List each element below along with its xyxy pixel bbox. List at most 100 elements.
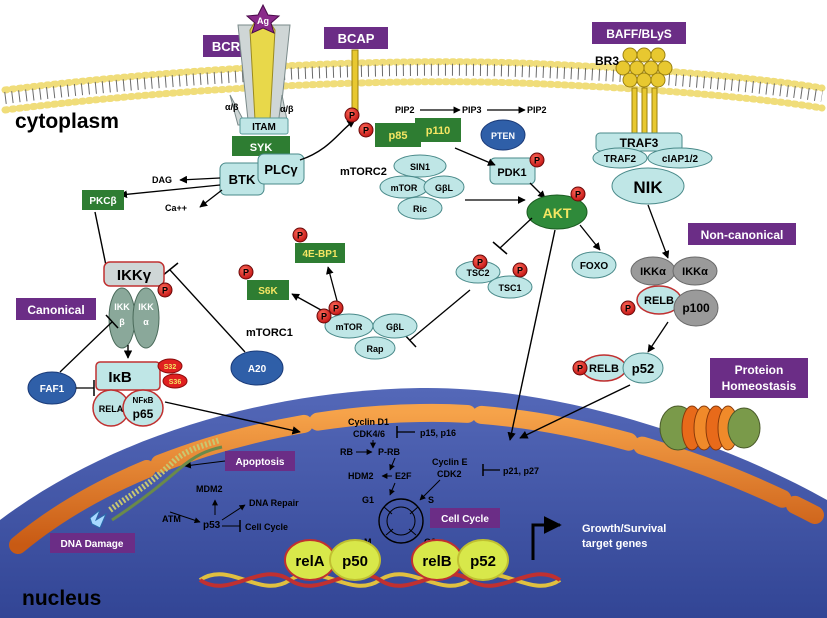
svg-text:Homeostasis: Homeostasis bbox=[722, 379, 797, 393]
phospho-label: P bbox=[577, 364, 583, 374]
phospho-label: P bbox=[625, 304, 631, 314]
cell-cycle-box bbox=[430, 508, 500, 528]
svg-text:TSC1: TSC1 bbox=[498, 283, 521, 293]
svg-text:RB: RB bbox=[340, 447, 353, 457]
svg-text:FOXO: FOXO bbox=[580, 261, 609, 272]
svg-text:Canonical: Canonical bbox=[27, 303, 84, 317]
svg-text:SIN1: SIN1 bbox=[410, 162, 430, 172]
proteostasis-box bbox=[710, 358, 808, 398]
p110-box bbox=[415, 118, 461, 142]
svg-text:BTK: BTK bbox=[229, 172, 256, 187]
svg-text:4E-BP1: 4E-BP1 bbox=[302, 249, 337, 260]
svg-text:TRAF3: TRAF3 bbox=[620, 136, 659, 150]
phospho-dot bbox=[316, 308, 332, 324]
svg-text:p110: p110 bbox=[426, 125, 450, 137]
svg-text:DNA Repair: DNA Repair bbox=[249, 498, 299, 508]
svg-text:IKK: IKK bbox=[138, 302, 154, 312]
non-canonical-box bbox=[688, 223, 796, 245]
svg-text:CDK2: CDK2 bbox=[437, 469, 462, 479]
phospho-label: P bbox=[517, 266, 523, 276]
antigen-star bbox=[245, 3, 281, 34]
svg-text:Ca++: Ca++ bbox=[165, 203, 187, 213]
bcr-box bbox=[203, 35, 249, 57]
svg-text:S36: S36 bbox=[169, 379, 182, 386]
svg-text:DAG: DAG bbox=[152, 175, 172, 185]
phospho-label: P bbox=[477, 258, 483, 268]
phospho-dot bbox=[238, 264, 254, 280]
syk-box bbox=[232, 136, 290, 156]
svg-text:Cell Cycle: Cell Cycle bbox=[245, 522, 288, 532]
svg-text:TSC2: TSC2 bbox=[466, 268, 489, 278]
svg-text:IκB: IκB bbox=[108, 369, 132, 386]
svg-text:p15, p16: p15, p16 bbox=[420, 428, 456, 438]
p50-nuclear bbox=[329, 539, 381, 581]
svg-text:α/β: α/β bbox=[280, 104, 294, 114]
svg-text:Proteion: Proteion bbox=[735, 363, 784, 377]
svg-text:NIK: NIK bbox=[633, 178, 663, 197]
phospho-dot bbox=[512, 262, 528, 278]
plcg-box bbox=[257, 153, 305, 185]
phospho-label: P bbox=[162, 286, 168, 296]
svg-text:p53: p53 bbox=[203, 520, 221, 531]
nik-oval bbox=[611, 167, 685, 205]
ikkg-box bbox=[103, 261, 165, 287]
svg-text:p100: p100 bbox=[682, 301, 710, 315]
pdk1-box bbox=[489, 157, 536, 185]
foxo-oval bbox=[571, 251, 617, 279]
svg-text:SYK: SYK bbox=[250, 142, 273, 154]
dna-damage-helix bbox=[89, 437, 223, 529]
svg-text:CDK4/6: CDK4/6 bbox=[353, 429, 385, 439]
svg-text:PKCβ: PKCβ bbox=[89, 196, 116, 207]
svg-text:p65: p65 bbox=[133, 407, 154, 421]
bcap-box bbox=[324, 27, 388, 49]
phospho-dot bbox=[570, 186, 586, 202]
svg-text:target genes: target genes bbox=[582, 538, 647, 550]
svg-text:IKKα: IKKα bbox=[682, 266, 708, 278]
a20-oval bbox=[230, 350, 284, 386]
svg-text:ATM: ATM bbox=[162, 514, 181, 524]
phospho-dot bbox=[344, 107, 360, 123]
svg-text:β: β bbox=[119, 317, 125, 327]
svg-text:E2F: E2F bbox=[395, 471, 412, 481]
svg-text:Ag: Ag bbox=[257, 16, 269, 26]
svg-text:mTOR: mTOR bbox=[336, 322, 363, 332]
phospho-label: P bbox=[575, 190, 581, 200]
s6k-box bbox=[247, 280, 289, 300]
svg-text:PTEN: PTEN bbox=[491, 131, 515, 141]
itam-box bbox=[239, 117, 289, 135]
svg-text:Non-canonical: Non-canonical bbox=[701, 228, 784, 242]
svg-text:Growth/Survival: Growth/Survival bbox=[582, 523, 666, 535]
phospho-dot bbox=[157, 282, 173, 298]
akt-oval bbox=[526, 194, 588, 230]
svg-text:IKK: IKK bbox=[114, 302, 130, 312]
phospho-dot bbox=[292, 227, 308, 243]
svg-text:Cyclin D1: Cyclin D1 bbox=[348, 417, 389, 427]
plasma-membrane bbox=[1, 58, 826, 114]
nucleus-label: nucleus bbox=[22, 587, 101, 610]
svg-text:PIP2: PIP2 bbox=[395, 105, 415, 115]
svg-text:IKKα: IKKα bbox=[640, 266, 666, 278]
svg-text:Cyclin E: Cyclin E bbox=[432, 457, 468, 467]
svg-text:PIP2: PIP2 bbox=[527, 105, 547, 115]
svg-text:RELB: RELB bbox=[644, 295, 674, 307]
svg-text:mTORC2: mTORC2 bbox=[340, 166, 387, 178]
proteasome-icon bbox=[659, 405, 761, 451]
svg-text:S32: S32 bbox=[164, 364, 177, 371]
svg-text:PLCγ: PLCγ bbox=[264, 162, 298, 177]
baff-box bbox=[592, 22, 686, 44]
svg-text:Rap: Rap bbox=[366, 344, 384, 354]
pten-oval bbox=[480, 119, 526, 151]
svg-text:relB: relB bbox=[422, 553, 451, 570]
bcr-receptor: BCR Ag α/β α/β ITAM bbox=[203, 3, 294, 135]
svg-text:NFκB: NFκB bbox=[133, 396, 154, 405]
canonical-box bbox=[16, 298, 96, 320]
svg-text:GβL: GβL bbox=[435, 183, 453, 193]
phospho-label: P bbox=[297, 231, 303, 241]
svg-text:BAFF/BLyS: BAFF/BLyS bbox=[606, 27, 672, 41]
pi3k: p85 p110 bbox=[375, 118, 461, 147]
cell-cycle-wheel bbox=[378, 498, 424, 544]
svg-text:BCR: BCR bbox=[212, 39, 241, 54]
svg-text:Apoptosis: Apoptosis bbox=[236, 457, 285, 468]
